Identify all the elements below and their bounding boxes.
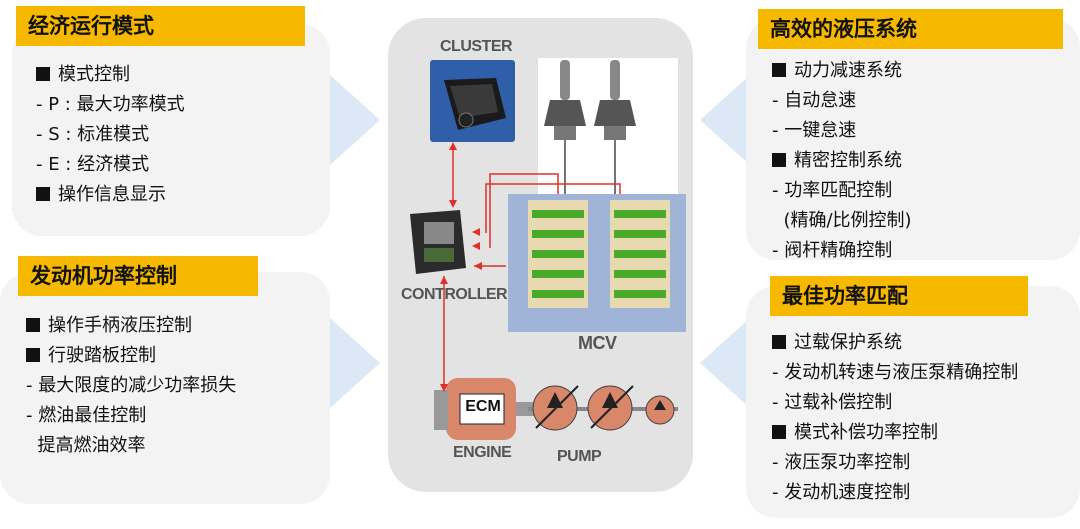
controller-unit-icon [410, 210, 466, 274]
list-item-text: - S : 标准模式 [36, 124, 150, 145]
square-bullet-icon [772, 63, 786, 77]
list-item: - P : 最大功率模式 [36, 90, 185, 120]
square-bullet-icon [772, 335, 786, 349]
right-top-arrow [700, 75, 750, 165]
right-bottom-arrow [700, 318, 750, 408]
list-item-text: 过载保护系统 [794, 332, 902, 353]
list-item-text: - 最大限度的减少功率损失 [26, 375, 237, 396]
list-item-text: - E : 经济模式 [36, 154, 150, 175]
square-bullet-icon [772, 425, 786, 439]
list-item-text: - 液压泵功率控制 [772, 452, 911, 473]
list-item: - 阀杆精确控制 [772, 236, 912, 266]
list-item: - S : 标准模式 [36, 120, 185, 150]
list-item: - 发动机转速与液压泵精确控制 [772, 358, 1018, 388]
list-item: (精确/比例控制) [772, 206, 912, 236]
engine-power-list: 操作手柄液压控制行驶踏板控制 - 最大限度的减少功率损失 - 燃油最佳控制 提高燃油… [26, 311, 236, 461]
list-item: - E : 经济模式 [36, 150, 185, 180]
list-item-text: - 自动怠速 [772, 90, 857, 111]
list-item: - 发动机速度控制 [772, 478, 1018, 508]
list-item: 提高燃油效率 [26, 431, 236, 461]
left-bottom-arrow [330, 318, 380, 408]
joystick-levers-icon [538, 58, 678, 203]
list-item: - 液压泵功率控制 [772, 448, 1018, 478]
cluster-monitor-icon [430, 60, 515, 142]
engine-power-panel [0, 272, 330, 504]
list-item: 过载保护系统 [772, 328, 1018, 358]
power-match-list: 过载保护系统 - 发动机转速与液压泵精确控制 - 过载补偿控制模式补偿功率控制 - 液… [772, 328, 1018, 508]
list-item-text: - P : 最大功率模式 [36, 94, 185, 115]
list-item: 精密控制系统 [772, 146, 912, 176]
signal-arrowheads [440, 142, 482, 392]
list-item: 模式补偿功率控制 [772, 418, 1018, 448]
list-item-text: 精密控制系统 [794, 150, 902, 171]
square-bullet-icon [26, 318, 40, 332]
economy-mode-title: 经济运行模式 [16, 6, 305, 46]
list-item: - 功率匹配控制 [772, 176, 912, 206]
cluster-label: CLUSTER [440, 38, 513, 55]
list-item: - 最大限度的减少功率损失 [26, 371, 236, 401]
list-item-text: 动力减速系统 [794, 60, 902, 81]
signal-lines [443, 144, 621, 390]
economy-mode-panel [12, 24, 330, 236]
list-item-text: - 发动机速度控制 [772, 482, 911, 503]
list-item-text: - 发动机转速与液压泵精确控制 [772, 362, 1019, 383]
list-item: 操作信息显示 [36, 180, 185, 210]
pump-label: PUMP [557, 448, 602, 465]
list-item: - 一键怠速 [772, 116, 912, 146]
square-bullet-icon [26, 348, 40, 362]
hydraulic-panel [746, 18, 1080, 260]
controller-label: CONTROLLER [401, 286, 508, 303]
list-item: 操作手柄液压控制 [26, 311, 236, 341]
list-item: - 过载补偿控制 [772, 388, 1018, 418]
hydraulic-list: 动力减速系统 - 自动怠速 - 一键怠速精密控制系统 - 功率匹配控制 (精确/比例控… [772, 56, 912, 266]
list-item-text: - 阀杆精确控制 [772, 240, 893, 261]
list-item: 动力减速系统 [772, 56, 912, 86]
mcv-valve-block-icon [508, 194, 686, 332]
left-top-arrow [330, 75, 380, 165]
list-item: 行驶踏板控制 [26, 341, 236, 371]
engine-power-title: 发动机功率控制 [18, 256, 258, 296]
list-item-text: 操作手柄液压控制 [48, 315, 192, 336]
list-item-text: 模式补偿功率控制 [794, 422, 938, 443]
square-bullet-icon [36, 67, 50, 81]
list-item-text: 行驶踏板控制 [48, 345, 156, 366]
engine-icon [434, 378, 534, 440]
list-item-text: 模式控制 [58, 64, 130, 85]
pump-icon [528, 385, 678, 431]
power-match-panel [746, 286, 1080, 518]
list-item: - 自动怠速 [772, 86, 912, 116]
list-item-text: 提高燃油效率 [26, 435, 146, 456]
power-match-title: 最佳功率匹配 [770, 276, 1028, 316]
square-bullet-icon [772, 153, 786, 167]
list-item: - 燃油最佳控制 [26, 401, 236, 431]
list-item: 模式控制 [36, 60, 185, 90]
engine-label: ENGINE [453, 444, 512, 461]
list-item-text: - 燃油最佳控制 [26, 405, 147, 426]
ecm-label: ECM [465, 398, 501, 415]
list-item-text: (精确/比例控制) [772, 210, 912, 231]
economy-mode-list: 模式控制 - P : 最大功率模式 - S : 标准模式 - E : 经济模式操作信息… [36, 60, 185, 210]
list-item-text: - 一键怠速 [772, 120, 857, 141]
list-item-text: - 功率匹配控制 [772, 180, 893, 201]
square-bullet-icon [36, 187, 50, 201]
hydraulic-title: 高效的液压系统 [758, 9, 1063, 49]
diagram-graphics [410, 58, 686, 440]
list-item-text: - 过载补偿控制 [772, 392, 893, 413]
list-item-text: 操作信息显示 [58, 184, 166, 205]
mcv-label: MCV [578, 333, 617, 353]
